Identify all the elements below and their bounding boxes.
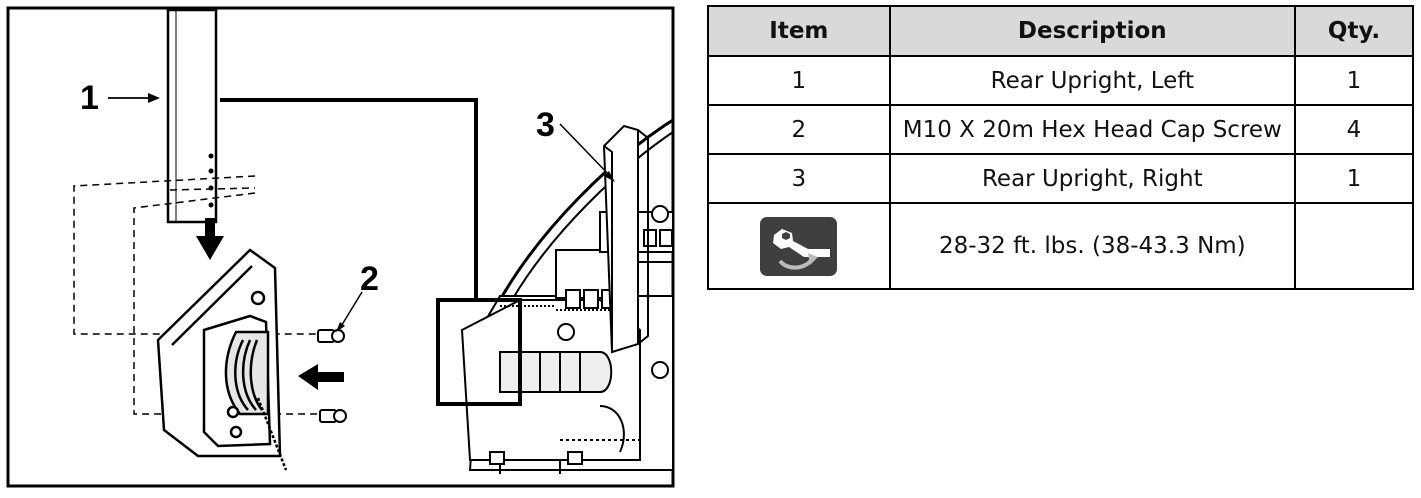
torque-qty	[1293, 202, 1415, 290]
callout-2-leader	[339, 291, 363, 329]
callout-1-arrowhead	[148, 93, 160, 103]
table-header-row: Item Description Qty.	[707, 5, 1415, 57]
table-row: 1 Rear Upright, Left 1	[707, 55, 1415, 106]
torque-row: 28-32 ft. lbs. (38-43.3 Nm)	[707, 202, 1415, 290]
row-item: 3	[707, 153, 891, 204]
row-qty: 4	[1293, 104, 1415, 155]
table-row: 2 M10 X 20m Hex Head Cap Screw 4	[707, 104, 1415, 155]
table-row: 3 Rear Upright, Right 1	[707, 153, 1415, 204]
row-qty: 1	[1293, 153, 1415, 204]
callout-3-arrowhead	[604, 171, 615, 182]
row-item: 2	[707, 104, 891, 155]
row-qty: 1	[1293, 55, 1415, 106]
parts-table: Item Description Qty. 1 Rear Upright, Le…	[707, 5, 1415, 290]
screw-drawing	[317, 329, 347, 423]
torque-description: 28-32 ft. lbs. (38-43.3 Nm)	[888, 202, 1296, 290]
callout-2-arrowhead	[336, 322, 345, 332]
callout-1: 1	[80, 79, 99, 117]
row-description: M10 X 20m Hex Head Cap Screw	[888, 104, 1296, 155]
assembly-illustration	[6, 6, 675, 488]
down-arrow	[196, 218, 224, 260]
torque-wrench-icon	[760, 216, 838, 276]
row-description: Rear Upright, Right	[888, 153, 1296, 204]
header-description: Description	[888, 5, 1296, 57]
detail-box	[436, 298, 522, 406]
header-qty: Qty.	[1293, 5, 1415, 57]
callout-3: 3	[536, 106, 555, 144]
torque-icon-cell	[707, 202, 891, 290]
detail-leader-line	[220, 98, 478, 302]
callout-3-leader	[559, 123, 613, 179]
frame-bracket-drawing	[156, 248, 288, 471]
machine-illustration	[460, 118, 674, 474]
row-description: Rear Upright, Left	[888, 55, 1296, 106]
row-item: 1	[707, 55, 891, 106]
header-item: Item	[707, 5, 891, 57]
assembly-diagram: 1 2 3	[0, 0, 681, 494]
rear-upright-left-drawing	[166, 8, 218, 224]
left-arrow	[298, 364, 344, 390]
callout-2: 2	[360, 260, 379, 298]
